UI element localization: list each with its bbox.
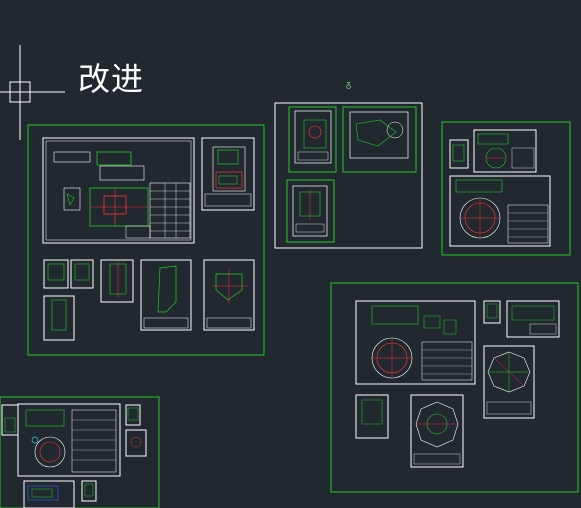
part-sheet-1b[interactable] — [43, 259, 69, 289]
part-sheet-3a[interactable] — [449, 139, 469, 169]
part-sheet-4b[interactable] — [506, 300, 560, 338]
part-sheet-2b[interactable] — [342, 106, 417, 173]
part-sheet-1g[interactable] — [43, 295, 75, 341]
drawing-group-4[interactable] — [330, 282, 579, 493]
crosshair-ucs-icon — [0, 45, 65, 140]
part-sheet-5b[interactable] — [125, 404, 141, 426]
drawing-title-text[interactable]: 改进 — [78, 60, 145, 98]
part-sheet-4d[interactable] — [355, 394, 389, 439]
part-sheet-4e[interactable] — [410, 394, 464, 468]
part-sheet-4c[interactable] — [483, 345, 535, 419]
part-sheet-4a[interactable] — [483, 300, 501, 324]
assembly-sheet-5[interactable] — [17, 403, 121, 477]
part-sheet-1e[interactable] — [140, 259, 192, 331]
drawing-group-3[interactable] — [441, 121, 571, 256]
part-sheet-5a[interactable] — [1, 404, 19, 436]
part-sheet-2c[interactable] — [286, 179, 335, 243]
part-sheet-3b[interactable] — [473, 129, 537, 173]
part-sheet-5e[interactable] — [81, 480, 97, 502]
part-sheet-1f[interactable] — [203, 259, 255, 331]
part-sheet-5c[interactable] — [125, 429, 147, 457]
part-sheet-5d[interactable] — [23, 480, 75, 508]
drawing-group-2[interactable] — [274, 102, 423, 249]
part-sheet-1c[interactable] — [70, 259, 94, 289]
part-sheet-1a[interactable] — [201, 137, 255, 211]
small-marker-text[interactable]: ᵹ — [346, 80, 352, 90]
part-sheet-1d[interactable] — [100, 259, 134, 303]
assembly-sheet-4[interactable] — [355, 300, 476, 385]
assembly-sheet-3[interactable] — [449, 175, 551, 247]
drawing-group-5[interactable] — [0, 396, 160, 508]
part-sheet-2a[interactable] — [288, 106, 337, 173]
drawing-group-1[interactable] — [27, 124, 265, 356]
assembly-sheet-1[interactable] — [42, 137, 195, 244]
